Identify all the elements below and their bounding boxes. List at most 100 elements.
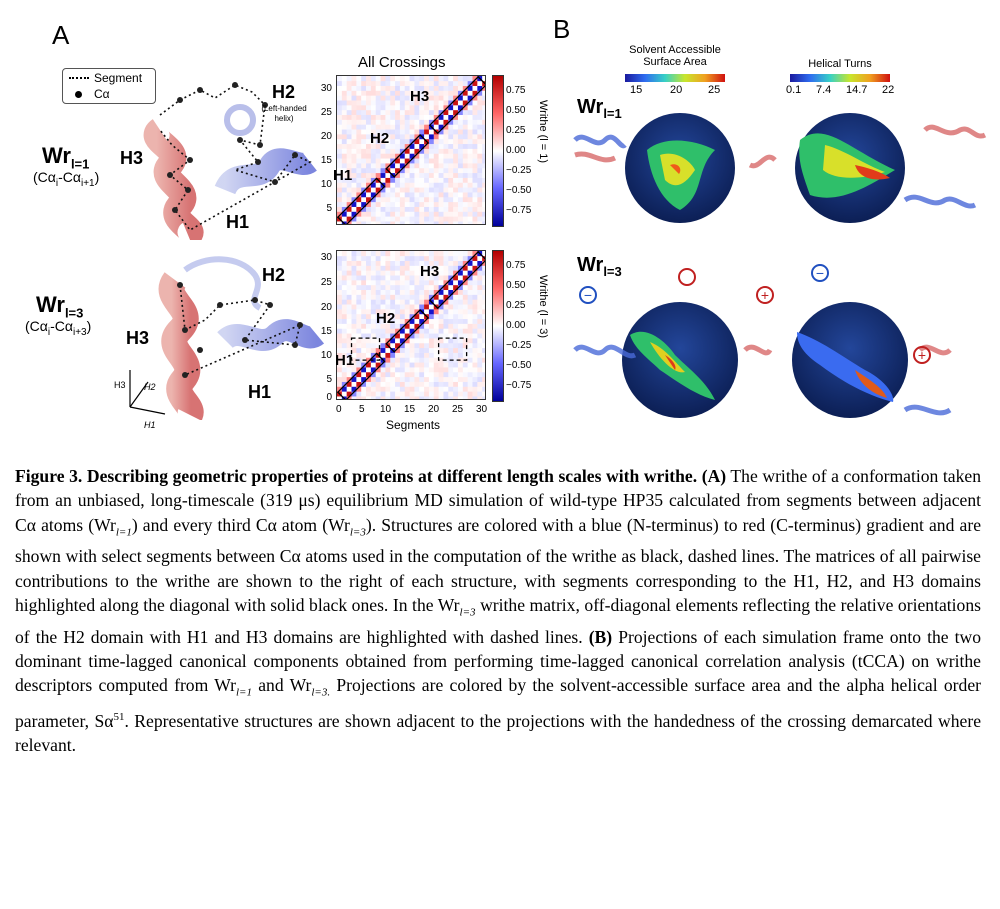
matrix-cell (375, 255, 381, 261)
domain-box (428, 251, 485, 310)
matrix-cell (404, 289, 410, 295)
matrix-cell (457, 289, 464, 295)
matrix-cell (438, 275, 444, 281)
matrix-cell (428, 192, 435, 198)
matrix-cell (443, 105, 449, 111)
matrix-cell (419, 371, 425, 378)
matrix-cell (424, 284, 430, 291)
matrix-cell (404, 313, 410, 320)
matrix-cell (482, 153, 485, 159)
matrix-cell (428, 280, 435, 286)
matrix-cell (399, 352, 406, 358)
matrix-cell (385, 158, 391, 164)
matrix-cell (361, 80, 367, 86)
matrix-cell (366, 289, 372, 295)
matrix-cell (404, 187, 410, 193)
matrix-cell (457, 129, 464, 135)
matrix-cell (385, 143, 391, 149)
matrix-l3-h1: H1 (335, 352, 355, 369)
matrix-cell (477, 284, 483, 291)
matrix-cell (380, 201, 386, 207)
matrix-cell (351, 90, 357, 96)
matrix-cell (409, 352, 415, 358)
matrix-cell (380, 251, 386, 257)
matrix-cell (361, 109, 367, 116)
matrix-cell (385, 318, 391, 324)
matrix-cell (448, 221, 454, 224)
matrix-cell (472, 275, 478, 281)
matrix-cell (409, 251, 415, 257)
axis-h1: H1 (144, 420, 156, 430)
matrix-cell (380, 148, 386, 154)
matrix-cell (457, 275, 464, 281)
matrix-cell (477, 153, 483, 159)
matrix-cell (341, 85, 347, 91)
matrix-cell (399, 275, 406, 281)
matrix-cell (477, 206, 483, 212)
matrix-cell (356, 289, 362, 295)
matrix-cell (419, 294, 425, 300)
matrix-cell (428, 323, 435, 329)
matrix-cell (477, 280, 483, 286)
matrix-cell (443, 109, 449, 116)
matrix-cell (341, 338, 347, 344)
matrix-cell (467, 221, 473, 224)
matrix-cell (462, 134, 468, 140)
matrix-cell (390, 124, 396, 130)
matrix-cell (433, 95, 439, 101)
caption-b-tag: (B) (588, 626, 613, 647)
matrix-cell (370, 211, 377, 217)
matrix-cell (395, 376, 401, 382)
matrix-cell (366, 100, 372, 106)
matrix-cell (390, 371, 396, 378)
matrix-cell (424, 309, 430, 315)
matrix-cell (462, 299, 468, 305)
matrix-cell (424, 328, 430, 334)
matrix-cell (356, 381, 362, 387)
matrix-cell (462, 333, 468, 339)
matrix-cell (428, 289, 435, 295)
matrix-cell (346, 163, 352, 169)
matrix-cell (341, 294, 347, 300)
matrix-cell (399, 143, 406, 149)
matrix-cell (390, 280, 396, 286)
matrix-cell (457, 352, 464, 358)
matrix-cell (399, 211, 406, 217)
matrix-cell (395, 391, 401, 397)
matrix-cell (390, 396, 396, 399)
matrix-cell (443, 347, 449, 353)
matrix-cell (414, 196, 420, 203)
matrix-cell (361, 367, 367, 373)
matrix-cell (395, 328, 401, 334)
matrix-cell (346, 362, 352, 368)
matrix-cell (390, 114, 396, 120)
matrix-cell (424, 167, 430, 174)
matrix-cell (337, 255, 343, 261)
matrix-cell (414, 148, 420, 154)
matrix-cell (419, 342, 425, 349)
matrix-cell (370, 143, 377, 149)
caption-b-sup: 51 (113, 711, 125, 724)
matrix-cell (462, 347, 468, 353)
matrix-cell (477, 265, 483, 271)
matrix-cell (337, 323, 343, 329)
matrix-cell (380, 328, 386, 334)
matrix-cell (438, 129, 444, 135)
matrix-cell (443, 80, 449, 86)
matrix-cell (409, 260, 415, 266)
matrix-cell (433, 134, 439, 140)
matrix-cell (366, 177, 372, 183)
matrix-cell (341, 143, 347, 149)
matrix-cell (419, 275, 425, 281)
matrix-cell (433, 163, 439, 169)
matrix-cell (341, 333, 347, 339)
matrix-cell (390, 275, 396, 281)
matrix-cell (419, 80, 425, 86)
matrix-cell (453, 376, 459, 382)
matrix-cell (433, 211, 439, 217)
matrix-cell (482, 187, 485, 193)
matrix-cell (438, 167, 444, 174)
matrix-cell (414, 134, 420, 140)
matrix-cell (366, 396, 372, 399)
matrix-cell (462, 177, 468, 183)
